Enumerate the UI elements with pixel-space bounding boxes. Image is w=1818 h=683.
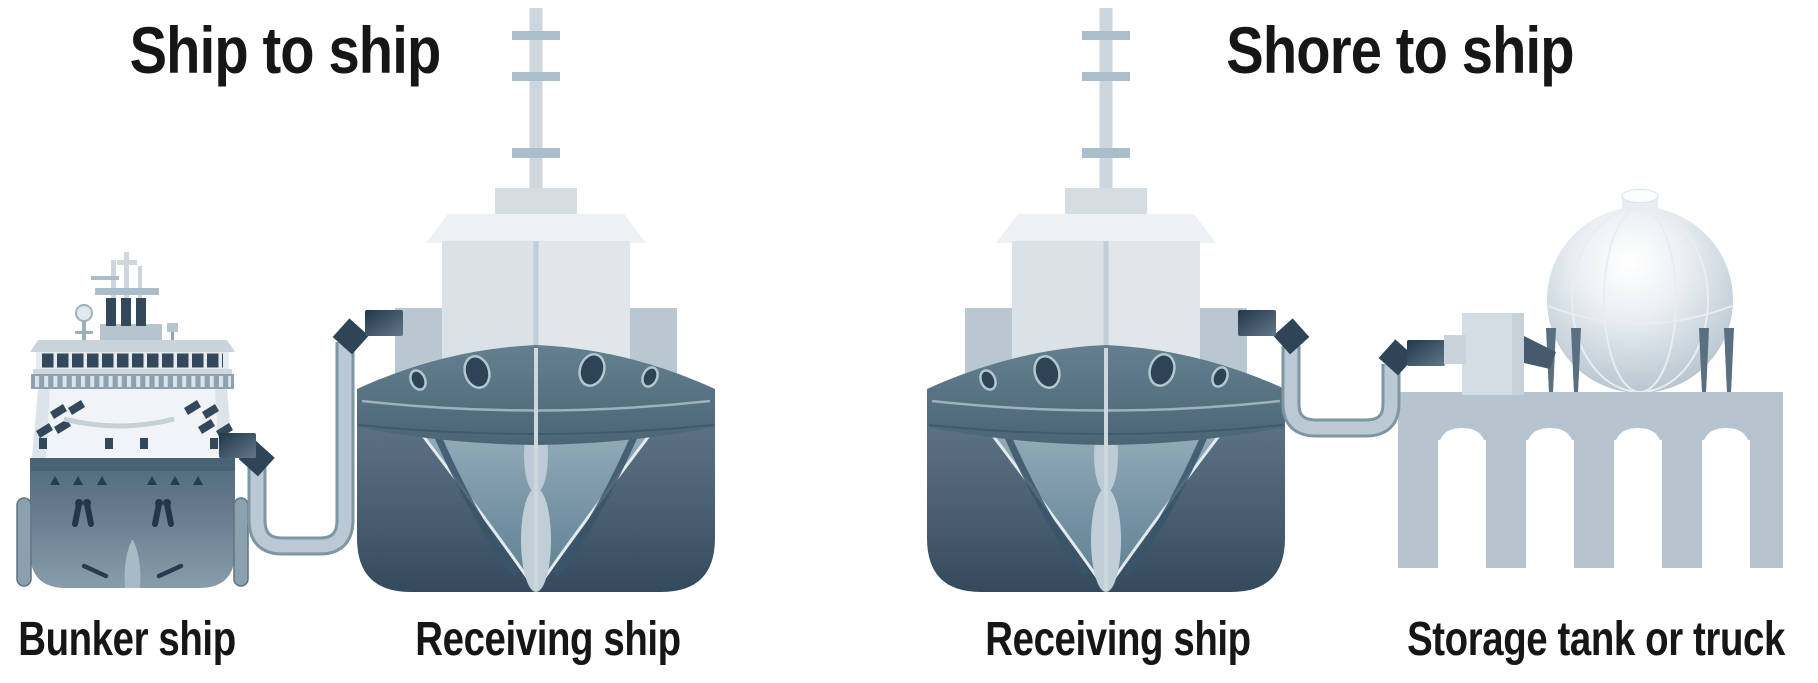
receiving-manifold-connector-icon xyxy=(365,310,403,336)
pier-illustration xyxy=(1398,313,1783,588)
hose-elbow-icon xyxy=(1378,339,1415,376)
ship-manifold-connector-icon xyxy=(1238,310,1276,336)
hose-shore-to-ship xyxy=(1238,310,1466,438)
radar-mast-icon xyxy=(75,304,93,354)
hose-ship-to-ship xyxy=(219,310,403,556)
hose-elbow-icon xyxy=(1273,318,1310,355)
panel-title-ship-to-ship: Ship to ship xyxy=(129,13,442,87)
label-storage-tank: Storage tank or truck xyxy=(1407,613,1785,666)
tank-sphere-icon xyxy=(1547,207,1733,393)
bunker-manifold-connector-icon xyxy=(219,433,256,458)
receiving-ship-illustration-left xyxy=(357,8,715,592)
hose-elbow-icon xyxy=(332,318,369,355)
storage-tank-illustration xyxy=(1524,189,1734,394)
bunker-ship-illustration xyxy=(16,252,249,588)
label-receiving-ship-left: Receiving ship xyxy=(415,613,681,666)
label-bunker-ship: Bunker ship xyxy=(18,613,236,666)
shore-manifold-connector-icon xyxy=(1407,340,1445,366)
bollards-icon xyxy=(72,501,174,527)
label-receiving-ship-right: Receiving ship xyxy=(985,613,1251,666)
receiving-ship-illustration-right xyxy=(927,8,1285,592)
panel-title-shore-to-ship: Shore to ship xyxy=(1226,13,1574,87)
